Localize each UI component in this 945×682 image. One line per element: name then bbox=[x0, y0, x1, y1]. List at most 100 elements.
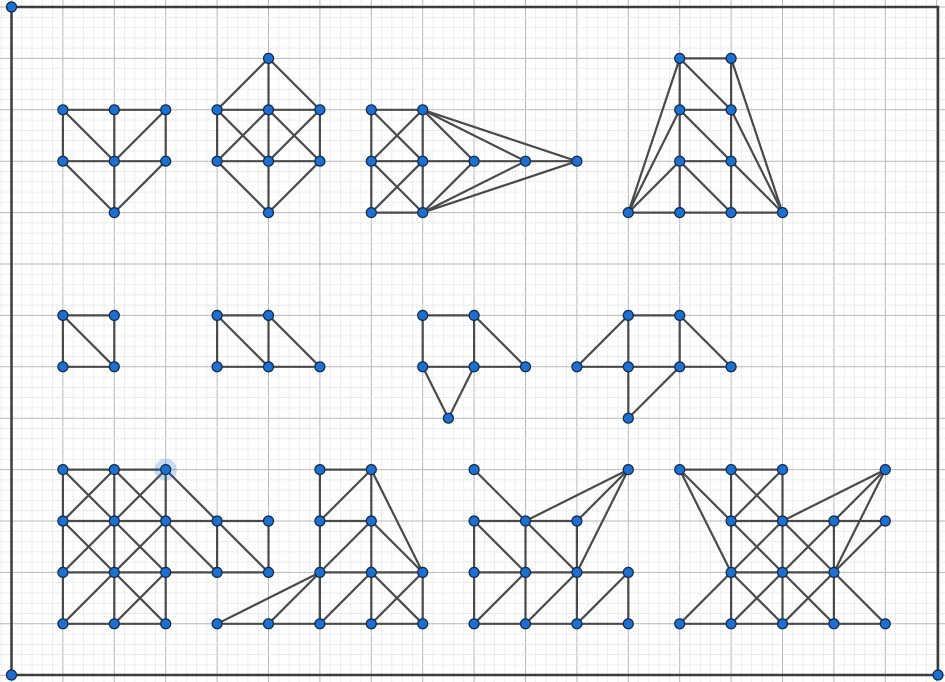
graph-vertex[interactable] bbox=[211, 309, 223, 321]
graph-vertex[interactable] bbox=[365, 155, 377, 167]
graph-vertex[interactable] bbox=[57, 309, 69, 321]
graph-vertex[interactable] bbox=[57, 515, 69, 527]
graph-vertex[interactable] bbox=[622, 618, 634, 630]
graph-edge[interactable] bbox=[370, 519, 424, 574]
graph-edge[interactable] bbox=[61, 571, 116, 625]
graph-edge[interactable] bbox=[421, 160, 476, 214]
graph-vertex[interactable] bbox=[417, 361, 429, 373]
graph-vertex[interactable] bbox=[674, 104, 686, 116]
graph-edge[interactable] bbox=[473, 571, 527, 625]
graph-vertex[interactable] bbox=[262, 207, 275, 219]
graph-vertex[interactable] bbox=[674, 464, 686, 476]
graph-edge[interactable] bbox=[61, 468, 116, 523]
graph-vertex[interactable] bbox=[879, 515, 891, 527]
corner-handle-bottom-left[interactable] bbox=[5, 669, 18, 681]
graph-edge[interactable] bbox=[447, 365, 476, 420]
graph-edge[interactable] bbox=[729, 160, 784, 214]
graph-edge[interactable] bbox=[781, 468, 887, 523]
graph-vertex[interactable] bbox=[828, 618, 840, 630]
graph-vertex[interactable] bbox=[622, 309, 634, 321]
graph-edge[interactable] bbox=[421, 160, 579, 214]
graph-vertex[interactable] bbox=[725, 155, 737, 167]
graph-vertex[interactable] bbox=[519, 515, 532, 527]
graph-vertex[interactable] bbox=[622, 207, 634, 219]
graph-vertex[interactable] bbox=[160, 618, 172, 630]
graph-edge[interactable] bbox=[729, 108, 784, 214]
graph-vertex[interactable] bbox=[57, 566, 69, 579]
graph-edge[interactable] bbox=[729, 57, 784, 214]
graph-edge[interactable] bbox=[370, 571, 424, 625]
graph-vertex[interactable] bbox=[519, 361, 532, 373]
graph-vertex[interactable] bbox=[211, 104, 223, 116]
graph-vertex[interactable] bbox=[725, 464, 737, 476]
graph-edge[interactable] bbox=[678, 468, 733, 523]
graph-edge[interactable] bbox=[216, 160, 270, 214]
graph-vertex[interactable] bbox=[622, 566, 634, 579]
graph-edge[interactable] bbox=[318, 571, 373, 625]
graph-vertex[interactable] bbox=[314, 464, 326, 476]
graph-vertex[interactable] bbox=[674, 155, 686, 167]
graph-edge[interactable] bbox=[113, 108, 167, 163]
graph-edge[interactable] bbox=[729, 519, 784, 574]
graph-vertex[interactable] bbox=[879, 464, 891, 476]
graph-vertex[interactable] bbox=[314, 618, 326, 630]
graph-edge[interactable] bbox=[678, 108, 733, 163]
graph-vertex[interactable] bbox=[828, 566, 840, 579]
graph-edge[interactable] bbox=[781, 571, 836, 625]
graph-vertex[interactable] bbox=[417, 207, 429, 219]
graph-vertex[interactable] bbox=[108, 361, 120, 373]
graph-vertex[interactable] bbox=[365, 515, 377, 527]
graph-edge[interactable] bbox=[832, 571, 887, 625]
graph-edge[interactable] bbox=[61, 160, 116, 214]
graph-edge[interactable] bbox=[421, 365, 450, 420]
graph-vertex[interactable] bbox=[365, 207, 377, 219]
graph-edge[interactable] bbox=[216, 57, 270, 111]
graph-edge[interactable] bbox=[678, 571, 733, 625]
graph-vertex[interactable] bbox=[417, 566, 429, 579]
graph-edge[interactable] bbox=[113, 160, 167, 214]
graph-vertex[interactable] bbox=[262, 361, 275, 373]
graph-vertex[interactable] bbox=[674, 361, 686, 373]
graph-vertex[interactable] bbox=[211, 155, 223, 167]
graph-edge[interactable] bbox=[216, 108, 270, 163]
graph-edge[interactable] bbox=[678, 160, 733, 214]
graph-vertex[interactable] bbox=[725, 361, 737, 373]
graph-edge[interactable] bbox=[267, 57, 321, 111]
graph-vertex[interactable] bbox=[417, 309, 429, 321]
graph-vertex[interactable] bbox=[211, 618, 223, 630]
graph-vertex[interactable] bbox=[519, 618, 532, 630]
graph-edge[interactable] bbox=[421, 108, 579, 163]
graph-edge[interactable] bbox=[473, 468, 527, 523]
corner-handle-bottom-right[interactable] bbox=[932, 669, 944, 681]
graph-edge[interactable] bbox=[781, 519, 836, 574]
graph-edge[interactable] bbox=[164, 468, 219, 523]
graph-vertex[interactable] bbox=[160, 104, 172, 116]
graph-edge[interactable] bbox=[729, 571, 784, 625]
graph-vertex[interactable] bbox=[776, 515, 789, 527]
graph-vertex[interactable] bbox=[108, 309, 120, 321]
graph-vertex[interactable] bbox=[828, 515, 840, 527]
graph-vertex[interactable] bbox=[314, 566, 326, 579]
graph-vertex[interactable] bbox=[262, 515, 275, 527]
graph-vertex[interactable] bbox=[468, 618, 480, 630]
graph-edge[interactable] bbox=[267, 571, 321, 625]
graph-vertex[interactable] bbox=[108, 207, 120, 219]
graph-edge[interactable] bbox=[832, 468, 887, 523]
graph-vertex[interactable] bbox=[725, 207, 737, 219]
graph-vertex[interactable] bbox=[571, 515, 583, 527]
graph-edge[interactable] bbox=[729, 468, 784, 523]
graph-vertex[interactable] bbox=[776, 566, 789, 579]
graph-vertex[interactable] bbox=[468, 309, 480, 321]
graph-vertex[interactable] bbox=[776, 207, 789, 219]
graph-edge[interactable] bbox=[524, 571, 579, 625]
graph-edge[interactable] bbox=[575, 468, 630, 574]
graph-edge[interactable] bbox=[575, 571, 630, 625]
graph-vertex[interactable] bbox=[519, 155, 532, 167]
graph-vertex[interactable] bbox=[108, 104, 120, 116]
graph-edge[interactable] bbox=[575, 468, 630, 523]
graph-vertex[interactable] bbox=[622, 412, 634, 424]
graph-vertex[interactable] bbox=[57, 464, 69, 476]
graph-edge[interactable] bbox=[473, 314, 527, 368]
graph-vertex[interactable] bbox=[57, 155, 69, 167]
